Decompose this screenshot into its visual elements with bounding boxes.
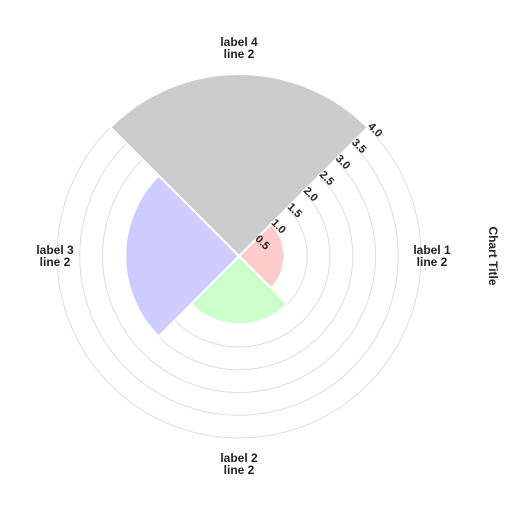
sector-2 xyxy=(189,254,289,326)
sectors xyxy=(108,73,370,338)
sector-4 xyxy=(108,73,370,258)
chart-title: Chart Title xyxy=(486,226,500,285)
sector-3 xyxy=(124,174,241,338)
sector-1 xyxy=(237,222,286,290)
tick-label: 4.0 xyxy=(365,121,384,140)
